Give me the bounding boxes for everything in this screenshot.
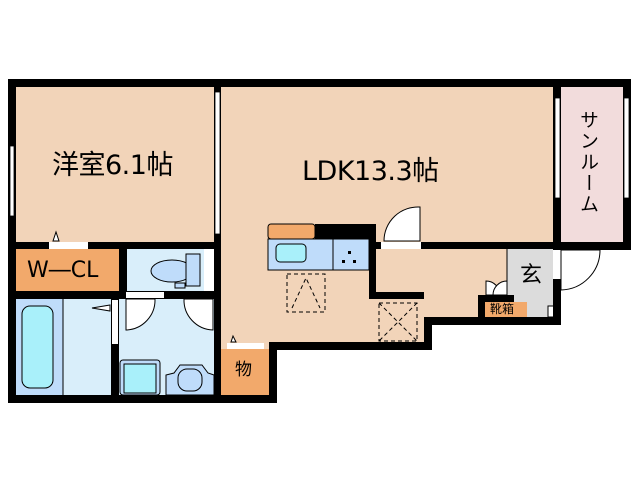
floor-hatch [378,302,418,342]
sunroom-label: サンルーム [577,110,599,215]
toilet-tank [185,253,201,287]
window-ldk-west [214,91,221,235]
ldk-label: LDK13.3帖 [302,156,439,187]
storage-floor [221,349,269,395]
wic-floor [16,249,119,291]
shoe-cabinet-fill [485,302,527,318]
window-sunroom-east [623,97,630,199]
ldk-floor [221,87,553,349]
window-sunroom-west [554,97,561,199]
storage-label: 物 [235,360,252,380]
hall-floor [376,249,507,317]
entrance-label: 玄 [520,263,543,288]
kitchen-counter-top [267,223,316,240]
doors [49,206,601,349]
western-room-floor [16,87,214,243]
window-west [9,145,15,217]
bath-wash-floor [63,299,111,395]
bathtub [21,305,54,389]
wic-label: W―CL [27,258,99,283]
stove-burners [342,251,356,263]
sunroom-floor [561,87,623,242]
windows [9,91,630,235]
western-room-label: 洋室6.1帖 [52,150,173,181]
shoe-cabinet-label: 靴箱 [490,302,515,316]
fridge-space [286,273,326,313]
fixtures [21,223,555,396]
kitchen-sink [275,243,307,263]
